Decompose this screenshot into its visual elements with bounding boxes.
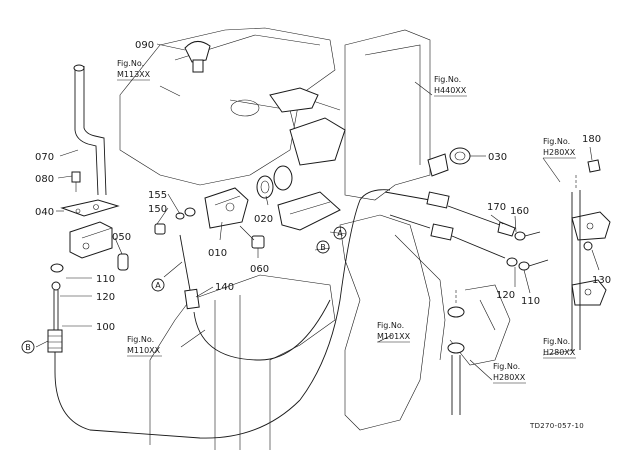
svg-text:H280XX: H280XX xyxy=(543,148,576,157)
fig-ref-m113: Fig.No. M113XX xyxy=(117,59,151,81)
bracket-right-top xyxy=(269,87,346,166)
part-label: 160 xyxy=(510,206,529,217)
callout-b-right: B xyxy=(316,240,330,254)
part-label: 130 xyxy=(592,275,611,286)
svg-text:M101XX: M101XX xyxy=(377,332,411,341)
svg-text:M110XX: M110XX xyxy=(127,346,161,355)
svg-text:H280XX: H280XX xyxy=(543,348,576,357)
ball-joint-left xyxy=(50,263,64,291)
callout-a-left: A xyxy=(151,278,165,292)
pivot-block xyxy=(69,221,113,259)
fig-ref-m101: Fig.No. M101XX xyxy=(377,321,411,343)
part-labels: 090 070 080 040 050 110 120 100 155 150 … xyxy=(35,40,611,333)
part-label: 180 xyxy=(582,134,601,145)
lever-bracket xyxy=(60,199,120,217)
svg-text:Fig.No.: Fig.No. xyxy=(493,362,520,371)
clevis-130 xyxy=(571,211,611,306)
part-label: 150 xyxy=(148,204,167,215)
svg-text:Fig.No.: Fig.No. xyxy=(127,335,154,344)
rod-lower-center xyxy=(447,290,465,415)
callout-b-left: B xyxy=(21,340,35,354)
fig-ref-m110: Fig.No. M110XX xyxy=(127,335,162,357)
svg-text:M113XX: M113XX xyxy=(117,70,151,79)
bracket-center xyxy=(277,191,341,231)
fig-ref-h280-right: Fig.No. H280XX xyxy=(543,337,576,359)
pin-050 xyxy=(117,253,129,271)
shift-lever xyxy=(73,64,107,196)
svg-text:H280XX: H280XX xyxy=(493,373,526,382)
svg-text:B: B xyxy=(25,343,31,352)
washer-155 xyxy=(175,207,196,220)
leader-lines xyxy=(35,43,600,381)
part-label: 170 xyxy=(487,202,506,213)
fig-ref-h280-mid: Fig.No. H280XX xyxy=(493,362,526,384)
part-label: 020 xyxy=(254,214,273,225)
callout-a-right: A xyxy=(333,226,347,240)
part-label: 120 xyxy=(96,292,115,303)
part-label: 155 xyxy=(148,190,167,201)
fig-ref-h280-top: Fig.No. H280XX xyxy=(543,137,576,159)
bolt-080 xyxy=(71,171,81,192)
part-label: 140 xyxy=(215,282,234,293)
background-frame xyxy=(119,27,511,450)
svg-text:H440XX: H440XX xyxy=(434,86,467,95)
cable-upper-right xyxy=(384,191,541,241)
washers-020 xyxy=(256,165,293,199)
svg-text:Fig.No.: Fig.No. xyxy=(543,137,570,146)
svg-text:B: B xyxy=(320,243,326,252)
part-label: 100 xyxy=(96,322,115,333)
cable-lower-right xyxy=(389,214,549,271)
rod-vertical xyxy=(571,175,581,350)
part-label: 070 xyxy=(35,152,54,163)
part-label: 080 xyxy=(35,174,54,185)
drawing-code: TD270-057-10 xyxy=(529,422,584,430)
bushing-030 xyxy=(427,147,471,177)
part-label: 110 xyxy=(96,274,115,285)
part-label: 110 xyxy=(521,296,540,307)
cable-100 xyxy=(47,189,391,439)
svg-text:Fig.No.: Fig.No. xyxy=(434,75,461,84)
svg-text:A: A xyxy=(155,281,161,290)
part-label: 060 xyxy=(250,264,269,275)
part-label: 030 xyxy=(488,152,507,163)
part-label: 090 xyxy=(135,40,154,51)
fig-ref-h440: Fig.No. H440XX xyxy=(434,75,467,97)
figure-references: Fig.No. M113XX Fig.No. H440XX Fig.No. H2… xyxy=(117,59,576,384)
bolt-150 xyxy=(154,223,166,235)
part-label: 010 xyxy=(208,248,227,259)
bolt-060 xyxy=(239,225,265,249)
svg-text:A: A xyxy=(337,229,343,238)
part-label: 040 xyxy=(35,207,54,218)
fork-010 xyxy=(204,187,249,229)
part-label: 120 xyxy=(496,290,515,301)
nut-180 xyxy=(587,159,601,173)
callouts: A B A B xyxy=(21,226,347,354)
svg-text:Fig.No.: Fig.No. xyxy=(377,321,404,330)
shift-knob xyxy=(184,41,211,73)
cable-140 xyxy=(179,234,331,361)
svg-text:Fig.No.: Fig.No. xyxy=(117,59,144,68)
svg-text:Fig.No.: Fig.No. xyxy=(543,337,570,346)
part-label: 050 xyxy=(112,232,131,243)
